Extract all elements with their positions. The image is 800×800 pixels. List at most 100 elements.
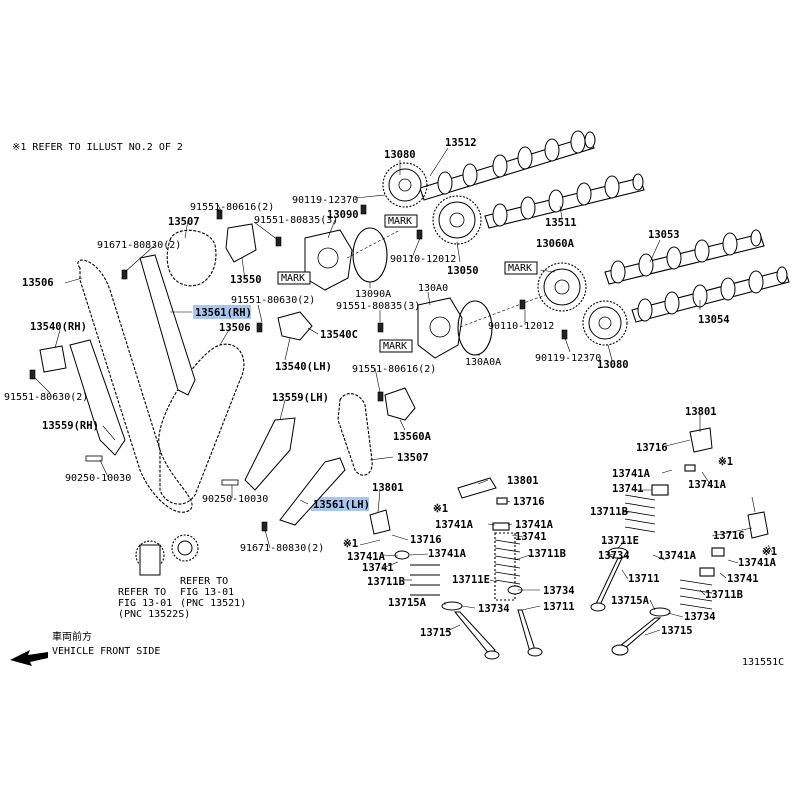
highlight-13561-rh	[193, 305, 251, 319]
front-label-jp: 車両前方	[52, 630, 92, 643]
mark-box-3: MARK	[504, 261, 538, 275]
svg-text:MARK: MARK	[281, 273, 305, 284]
label-13741a-4: 13741A	[515, 519, 554, 531]
camshaft-13511	[484, 173, 645, 229]
label-13550: 13550	[230, 274, 262, 286]
label-90119-upper: 90119-12370	[292, 195, 358, 206]
refer-right-1: REFER TO	[180, 576, 228, 587]
label-13711-center: 13711	[543, 601, 575, 613]
label-13711e-right: 13711E	[601, 535, 639, 547]
crank-sprocket-13521	[171, 534, 199, 562]
svg-text:MARK: MARK	[508, 263, 532, 274]
chain-13507-upper	[166, 229, 217, 287]
valve-springs	[494, 494, 713, 610]
label-13715a-right: 13715A	[611, 595, 650, 607]
label-13080-upper: 13080	[384, 149, 416, 161]
label-13716-upper-right: 13716	[636, 442, 668, 454]
label-13741a-5: 13741A	[428, 548, 467, 560]
camshaft-13054	[631, 266, 790, 323]
label-13741a-7: 13741A	[658, 550, 697, 562]
label-13801-left: 13801	[372, 482, 404, 494]
label-13734-center: 13734	[543, 585, 575, 597]
label-90250-left: 90250-10030	[65, 473, 131, 484]
label-91671-upper: 91671-80830(2)	[97, 240, 181, 251]
tensioner-arm-13559-lh	[244, 417, 296, 491]
label-13540-lh: 13540(LH)	[275, 361, 332, 373]
label-13741-3: 13741	[362, 562, 394, 574]
label-13561-lh: 13561(LH)	[313, 499, 370, 511]
cam-cover-13090	[304, 229, 353, 291]
label-13050: 13050	[447, 265, 479, 277]
tensioner-13540c	[277, 311, 313, 341]
label-13090: 13090	[327, 209, 359, 221]
cam-gear-13060a	[537, 262, 587, 312]
label-13060a: 13060A	[536, 238, 575, 250]
label-13561-rh: 13561(RH)	[195, 307, 252, 319]
tensioner-13560a	[384, 387, 416, 421]
label-13734-right-upper: 13734	[598, 550, 630, 562]
label-13054: 13054	[698, 314, 730, 326]
gasket-130a0a	[457, 300, 493, 356]
timing-chain-13506-lh	[158, 343, 245, 505]
cam-cover-130a0	[417, 297, 463, 359]
cam-gear-13080-lower	[582, 300, 628, 346]
chain-guide-13561-rh	[139, 254, 196, 396]
chain-guide-13561-lh	[279, 457, 346, 526]
label-13716-left: 13716	[410, 534, 442, 546]
label-13741-2: 13741	[515, 531, 547, 543]
label-13511: 13511	[545, 217, 577, 229]
star-label-2: ※1	[433, 503, 448, 515]
crank-sprocket-13522s	[135, 540, 165, 576]
svg-text:MARK: MARK	[388, 216, 412, 227]
label-13715-center: 13715	[420, 627, 452, 639]
tensioner-13550	[225, 223, 257, 263]
label-90119-lower: 90119-12370	[535, 353, 601, 364]
label-90110-lower: 90110-12012	[488, 321, 554, 332]
label-13711b-3: 13711B	[367, 576, 405, 588]
mark-box-4: MARK	[379, 339, 413, 353]
label-13080-lower: 13080	[597, 359, 629, 371]
label-13540-rh: 13540(RH)	[30, 321, 87, 333]
label-13741a-3: 13741A	[435, 519, 474, 531]
label-13716-center: 13716	[513, 496, 545, 508]
label-13090a: 13090A	[355, 289, 391, 300]
tensioner-arm-13559-rh	[69, 339, 126, 456]
front-label-en: VEHICLE FRONT SIDE	[52, 646, 160, 657]
label-13507-upper: 13507	[168, 216, 200, 228]
label-91551-80616-upper: 91551-80616(2)	[190, 202, 274, 213]
leader-lines	[34, 147, 773, 636]
label-91551-80616-lower: 91551-80616(2)	[352, 364, 436, 375]
label-13711b-1: 13711B	[590, 506, 628, 518]
label-13734-right-lower: 13734	[684, 611, 716, 623]
label-13741a-2: 13741A	[688, 479, 727, 491]
refer-right-2: FIG 13-01	[180, 587, 234, 598]
label-13560a: 13560A	[393, 431, 432, 443]
label-13559-lh: 13559(LH)	[272, 392, 329, 404]
label-13559-rh: 13559(RH)	[42, 420, 99, 432]
bolts	[29, 204, 568, 532]
star-label-1: ※1	[718, 456, 733, 468]
refer-left-1: REFER TO	[118, 587, 166, 598]
label-13506-upper: 13506	[22, 277, 54, 289]
label-13053: 13053	[648, 229, 680, 241]
note-text: ※1 REFER TO ILLUST NO.2 OF 2	[12, 142, 183, 153]
mark-box-2: MARK	[277, 271, 311, 285]
dash-cover-lh	[459, 294, 546, 328]
refer-right-3: (PNC 13521)	[180, 598, 246, 609]
label-130a0a: 130A0A	[465, 357, 501, 368]
label-130a0: 130A0	[418, 283, 448, 294]
label-13741a-1: 13741A	[612, 468, 651, 480]
highlight-13561-lh	[311, 497, 369, 511]
label-13741-right: 13741	[727, 573, 759, 585]
label-91551-80630-upper: 91551-80630(2)	[231, 295, 315, 306]
label-13734-left: 13734	[478, 603, 510, 615]
label-13801-center: 13801	[507, 475, 539, 487]
illustration-code: 131551C	[742, 657, 784, 668]
label-13715-right: 13715	[661, 625, 693, 637]
label-13506-mid: 13506	[219, 322, 251, 334]
front-arrow-icon	[10, 650, 48, 666]
label-13540c: 13540C	[320, 329, 358, 341]
timing-chain-13506-rh	[77, 259, 193, 513]
